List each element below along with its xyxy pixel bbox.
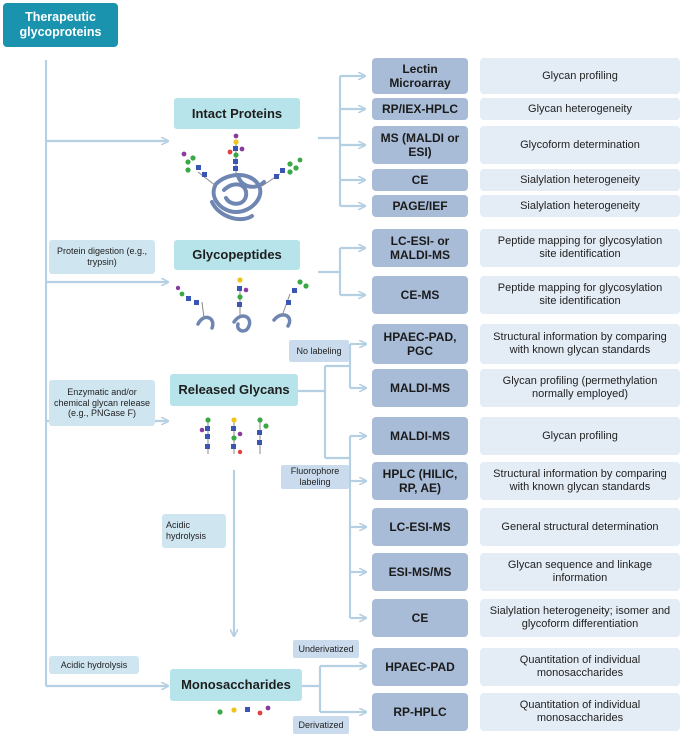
category-intact-proteins: Intact Proteins xyxy=(174,98,300,129)
method-ms-maldi-esi: MS (MALDI or ESI) xyxy=(372,126,468,164)
method-rp-iex-hplc: RP/IEX-HPLC xyxy=(372,98,468,120)
method-page-ief: PAGE/IEF xyxy=(372,195,468,217)
method-maldi-ms-nolabel: MALDI-MS xyxy=(372,369,468,407)
step-protein-digestion: Protein digestion (e.g., trypsin) xyxy=(49,240,155,274)
desc-ce-ms: Peptide mapping for glycosylation site i… xyxy=(480,276,680,314)
method-lc-esi-maldi-ms: LC-ESI- or MALDI-MS xyxy=(372,229,468,267)
glycopeptide-structures-icon xyxy=(176,277,309,333)
method-hplc-hilic-rp-ae: HPLC (HILIC, RP, AE) xyxy=(372,462,468,500)
method-rp-hplc: RP-HPLC xyxy=(372,693,468,731)
method-hpaec-pad: HPAEC-PAD xyxy=(372,648,468,686)
desc-rp-iex-hplc: Glycan heterogeneity xyxy=(480,98,680,120)
monosaccharide-dots-icon xyxy=(217,705,271,716)
desc-lc-esi-maldi-ms: Peptide mapping for glycosylation site i… xyxy=(480,229,680,267)
glycan-chains-icon xyxy=(199,417,269,455)
method-lc-esi-ms: LC-ESI-MS xyxy=(372,508,468,546)
method-maldi-ms-fluor: MALDI-MS xyxy=(372,417,468,455)
desc-esi-ms-ms: Glycan sequence and linkage information xyxy=(480,553,680,591)
method-lectin-microarray: Lectin Microarray xyxy=(372,58,468,94)
desc-ce-intact: Sialylation heterogeneity xyxy=(480,169,680,191)
desc-page-ief: Sialylation heterogeneity xyxy=(480,195,680,217)
step-acidic-hydrolysis-mid: Acidic hydrolysis xyxy=(162,514,226,548)
desc-maldi-ms-nolabel: Glycan profiling (permethylation normall… xyxy=(480,369,680,407)
desc-hpaec-pad-pgc: Structural information by comparing with… xyxy=(480,324,680,364)
desc-maldi-ms-fluor: Glycan profiling xyxy=(480,417,680,455)
label-derivatized: Derivatized xyxy=(293,716,349,734)
category-glycopeptides: Glycopeptides xyxy=(174,240,300,270)
label-underivatized: Underivatized xyxy=(293,640,359,658)
desc-ms-maldi-esi: Glycoform determination xyxy=(480,126,680,164)
desc-lc-esi-ms: General structural determination xyxy=(480,508,680,546)
step-acidic-hydrolysis-left: Acidic hydrolysis xyxy=(49,656,139,674)
method-ce-glycans: CE xyxy=(372,599,468,637)
label-fluorophore-labeling: Fluorophore labeling xyxy=(281,465,349,489)
step-enzymatic-release: Enzymatic and/or chemical glycan release… xyxy=(49,380,155,426)
label-no-labeling: No labeling xyxy=(289,340,349,362)
root-node: Therapeutic glycoproteins xyxy=(3,3,118,47)
method-ce-intact: CE xyxy=(372,169,468,191)
desc-hplc-hilic-rp-ae: Structural information by comparing with… xyxy=(480,462,680,500)
desc-rp-hplc: Quantitation of individual monosaccharid… xyxy=(480,693,680,731)
desc-hpaec-pad: Quantitation of individual monosaccharid… xyxy=(480,648,680,686)
category-monosaccharides: Monosaccharides xyxy=(170,669,302,701)
method-ce-ms: CE-MS xyxy=(372,276,468,314)
category-released-glycans: Released Glycans xyxy=(170,374,298,406)
desc-ce-glycans: Sialylation heterogeneity; isomer and gl… xyxy=(480,599,680,637)
desc-lectin-microarray: Glycan profiling xyxy=(480,58,680,94)
method-hpaec-pad-pgc: HPAEC-PAD, PGC xyxy=(372,324,468,364)
glycoprotein-structure-icon xyxy=(181,133,303,222)
method-esi-ms-ms: ESI-MS/MS xyxy=(372,553,468,591)
